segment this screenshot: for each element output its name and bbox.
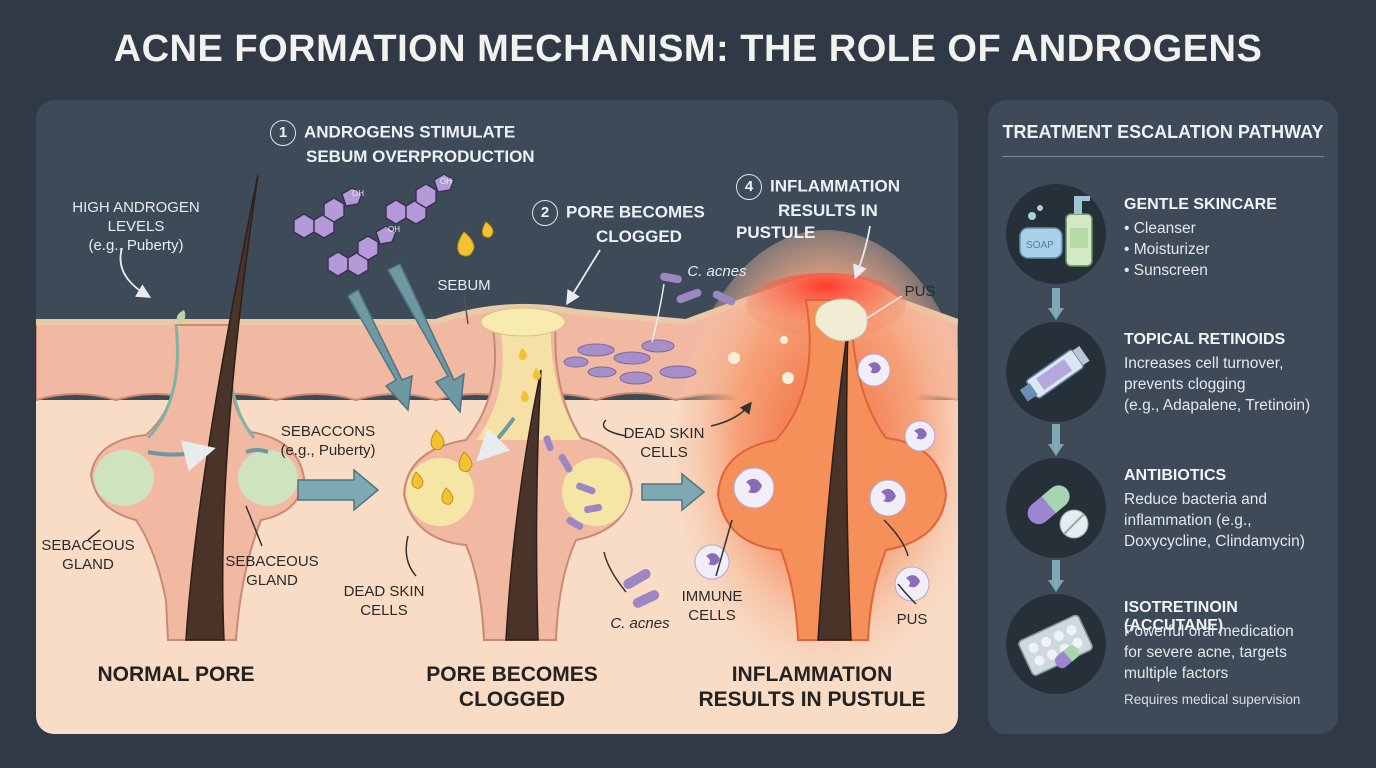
c-acnes-rod bbox=[660, 272, 682, 284]
hair-shaft-left bbox=[185, 174, 259, 641]
blister-pack-icon bbox=[1006, 594, 1106, 694]
c-acnes-rod bbox=[712, 290, 736, 306]
pus-label-top: PUS bbox=[904, 283, 936, 300]
stage-normal-pore: NORMAL PORE bbox=[97, 663, 255, 686]
svg-text:SOAP: SOAP bbox=[1026, 240, 1054, 251]
androgen-molecule bbox=[385, 173, 455, 225]
divider bbox=[1002, 156, 1324, 157]
arrow-down-icon bbox=[1048, 288, 1064, 320]
arrow-down-icon bbox=[1048, 560, 1064, 592]
hair-shaft-middle bbox=[505, 369, 542, 641]
high-androgen-label: HIGH ANDROGEN LEVELS(e.g., Puberty) bbox=[72, 199, 200, 254]
treatment-step-2-items: Increases cell turnover,prevents cloggin… bbox=[1124, 355, 1311, 414]
treatment-step-2-heading: TOPICAL RETINOIDS bbox=[1124, 331, 1286, 348]
immune-cell bbox=[904, 420, 936, 452]
stage-arrow-1 bbox=[297, 468, 380, 512]
treatment-step-3-heading: ANTIBIOTICS bbox=[1124, 467, 1227, 484]
c-acnes-label-low: C. acnes bbox=[610, 615, 670, 632]
arrow-down-icon bbox=[1048, 424, 1064, 456]
sebum-plug bbox=[480, 307, 566, 337]
androgen-arrow bbox=[346, 288, 413, 412]
immune-cell bbox=[857, 353, 891, 387]
sebum-label: SEBUM bbox=[437, 277, 491, 294]
c-acnes-rod bbox=[676, 288, 702, 304]
normal-follicle bbox=[89, 324, 306, 641]
cream-tube-icon bbox=[1006, 322, 1106, 422]
treatment-step-4-note: Requires medical supervision bbox=[1124, 692, 1301, 707]
svg-text:OH: OH bbox=[388, 225, 400, 234]
androgen-arrow bbox=[386, 262, 465, 414]
immune-cell bbox=[894, 566, 930, 602]
treatment-step-4-heading: ISOTRETINOIN (ACCUTANE) bbox=[1124, 599, 1238, 634]
treatment-step-1-heading: GENTLE SKINCARE bbox=[1124, 196, 1277, 213]
androgen-molecule bbox=[293, 187, 363, 239]
clogged-gland-right bbox=[562, 458, 630, 526]
pill-capsule-icon bbox=[1006, 458, 1106, 558]
svg-text:OH: OH bbox=[440, 177, 452, 186]
immune-cell bbox=[869, 479, 907, 517]
pus-label-low: PUS bbox=[896, 611, 928, 628]
skin-cross-section: OH OH OH bbox=[36, 173, 958, 734]
immune-cell bbox=[733, 467, 775, 509]
immune-cell bbox=[694, 544, 730, 580]
treatment-step-1-items: • Cleanser• Moisturizer• Sunscreen bbox=[1124, 220, 1210, 279]
sebum-drop bbox=[481, 221, 494, 238]
stage-arrow-2 bbox=[641, 472, 706, 512]
sebaceous-gland-right bbox=[238, 450, 298, 506]
treatment-title: TREATMENT ESCALATION PATHWAY bbox=[1002, 122, 1324, 142]
sebum-drop bbox=[457, 231, 475, 257]
clogged-gland-left bbox=[406, 458, 474, 526]
treatment-panel: TREATMENT ESCALATION PATHWAY SOAP GENTLE… bbox=[988, 100, 1338, 734]
androgen-molecule bbox=[327, 225, 397, 277]
pus-head bbox=[814, 298, 868, 342]
page-title: ACNE FORMATION MECHANISM: THE ROLE OF AN… bbox=[113, 28, 1263, 70]
sebaceous-gland-left bbox=[94, 450, 154, 506]
dead-skin-flake bbox=[577, 343, 615, 357]
soap-bottle-icon: SOAP bbox=[1006, 184, 1106, 284]
step-number: 1 bbox=[270, 120, 296, 146]
c-acnes-label-top: C. acnes bbox=[687, 263, 747, 280]
oh-label: OH bbox=[352, 189, 364, 198]
c-acnes-rod-low bbox=[623, 569, 651, 589]
sebaceons-label: SEBACCONS(e.g., Puberty) bbox=[280, 423, 376, 459]
